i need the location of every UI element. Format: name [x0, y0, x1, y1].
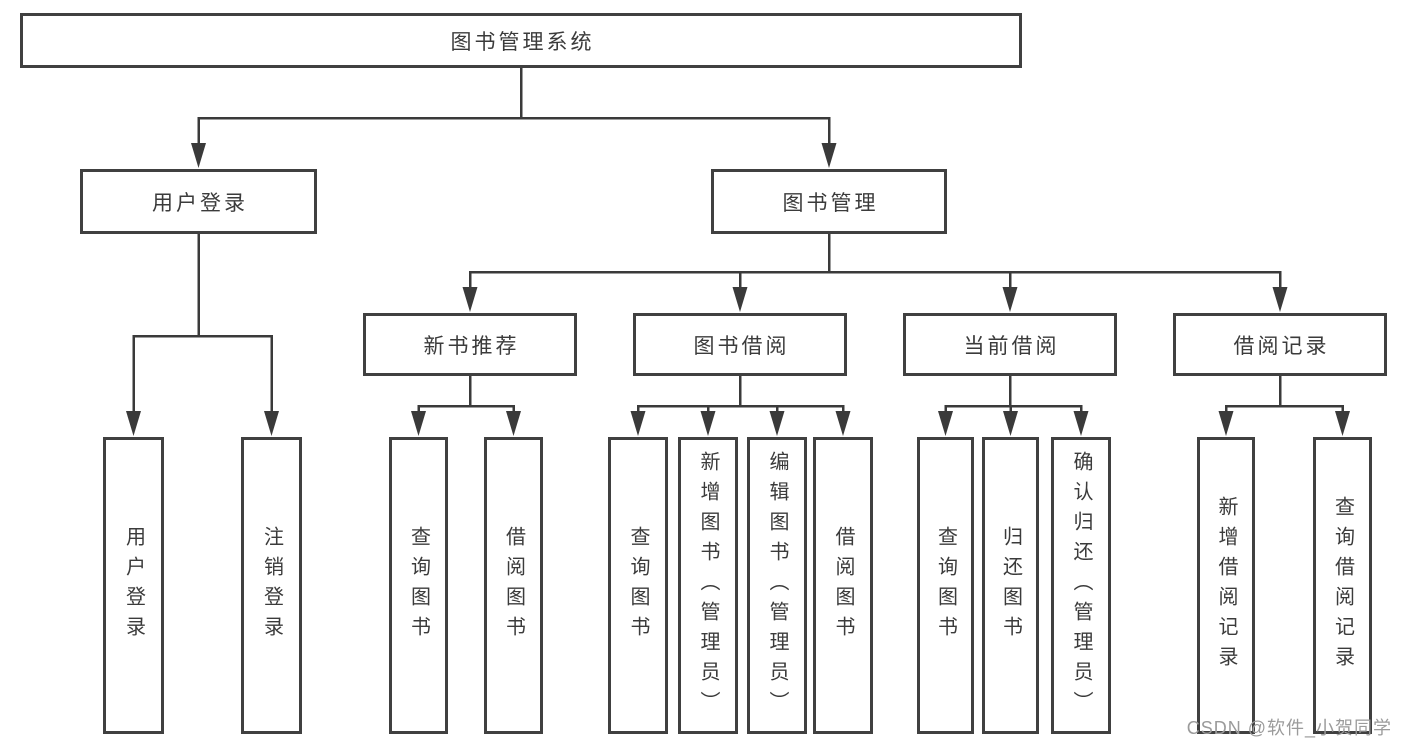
- leaf-borrow-books-2: 借阅图书: [813, 437, 873, 734]
- arrow-down-icon: [462, 287, 478, 312]
- connector-borrow-records-to-leaves: [1224, 374, 1344, 415]
- leaf-query-borrow-record: 查询借阅记录: [1313, 437, 1372, 734]
- leaf-query-books-2: 查询图书: [608, 437, 668, 734]
- arrow-down-icon: [411, 411, 426, 436]
- arrow-down-icon: [1335, 411, 1350, 436]
- node-new-book-recommend: 新书推荐: [363, 313, 577, 376]
- connector-book-borrow-to-leaves: [636, 374, 845, 415]
- arrow-down-icon: [1073, 411, 1089, 436]
- leaf-edit-books-admin: 编辑图书（管理员）: [747, 437, 807, 734]
- arrow-down-icon: [191, 143, 206, 168]
- leaf-add-borrow-record: 新增借阅记录: [1197, 437, 1255, 734]
- arrow-down-icon: [732, 287, 748, 312]
- arrow-down-icon: [769, 411, 785, 436]
- arrow-down-icon: [821, 143, 837, 168]
- arrow-down-icon: [1218, 411, 1234, 436]
- arrow-down-icon: [264, 411, 279, 436]
- leaf-query-books-3: 查询图书: [917, 437, 974, 734]
- arrow-down-icon: [630, 411, 646, 436]
- arrow-down-icon: [126, 411, 141, 436]
- node-book-borrowing: 图书借阅: [633, 313, 847, 376]
- leaf-user-login: 用户登录: [103, 437, 164, 734]
- arrow-down-icon: [835, 411, 851, 436]
- leaf-logout: 注销登录: [241, 437, 302, 734]
- node-current-borrowing: 当前借阅: [903, 313, 1117, 376]
- connector-user-login-to-leaves: [132, 232, 273, 415]
- leaf-confirm-return-admin: 确认归还（管理员）: [1051, 437, 1111, 734]
- arrow-down-icon: [1003, 411, 1018, 436]
- arrow-down-icon: [1272, 287, 1288, 312]
- csdn-watermark: CSDN @软件_小贺同学: [1186, 718, 1392, 738]
- node-book-management: 图书管理: [711, 169, 947, 234]
- leaf-borrow-books-1: 借阅图书: [484, 437, 543, 734]
- connector-current-borrow-to-leaves: [944, 374, 1083, 415]
- node-root: 图书管理系统: [20, 13, 1022, 68]
- leaf-query-books-1: 查询图书: [389, 437, 448, 734]
- leaf-add-books-admin: 新增图书（管理员）: [678, 437, 738, 734]
- arrow-down-icon: [506, 411, 521, 436]
- arrow-down-icon: [938, 411, 953, 436]
- connector-book-mgmt-to-level3: [468, 232, 1282, 291]
- connector-new-book-to-leaves: [417, 374, 515, 415]
- leaf-return-books: 归还图书: [982, 437, 1039, 734]
- node-user-login: 用户登录: [80, 169, 317, 234]
- arrow-down-icon: [700, 411, 716, 436]
- node-borrowing-records: 借阅记录: [1173, 313, 1387, 376]
- arrow-down-icon: [1002, 287, 1018, 312]
- connector-root-to-level2: [197, 66, 831, 147]
